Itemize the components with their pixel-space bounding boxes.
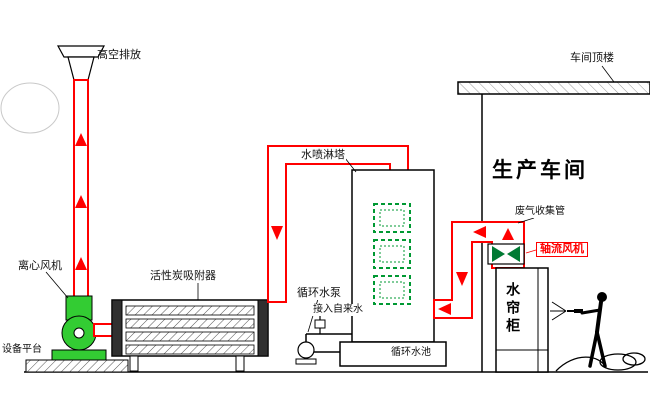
label-equipment-platform: 设备平台: [2, 344, 42, 355]
carbon-adsorber: [111, 299, 269, 372]
label-water-curtain-cabinet: 水帘柜: [504, 282, 521, 336]
label-production-workshop: 生产车间: [492, 158, 588, 182]
label-centrifugal-fan: 离心风机: [18, 259, 62, 272]
spray-tower: [351, 169, 435, 343]
label-spray-tower: 水喷淋塔: [300, 148, 346, 162]
painter-figure: [550, 292, 607, 368]
hose: [555, 352, 646, 372]
label-waste-gas-pipe: 废气收集管: [514, 206, 566, 218]
background-circle: [0, 82, 60, 134]
equipment-platform: [25, 359, 129, 373]
centrifugal-fan: [51, 295, 115, 363]
exhaust-stack: [56, 45, 106, 81]
label-circulation-pool: 循环水池: [390, 347, 432, 359]
label-stack-emission: 高空排放: [97, 48, 141, 61]
label-axial-fan: 轴流风机: [536, 242, 588, 257]
axial-fan: [487, 243, 525, 265]
workshop-roof: [457, 81, 650, 95]
circulation-pump: [295, 316, 352, 365]
water-curtain-cabinet: [495, 267, 549, 373]
label-workshop-roof: 车间顶楼: [570, 51, 614, 64]
label-circulation-pump: 循环水泵: [296, 286, 342, 300]
label-tap-water-inlet: 接入自来水: [312, 304, 364, 316]
label-carbon-adsorber: 活性炭吸附器: [150, 269, 216, 282]
